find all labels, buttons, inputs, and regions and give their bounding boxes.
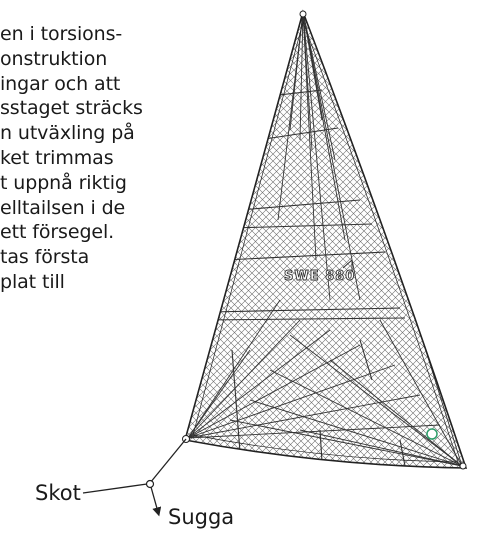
sail-number: SWE 880 [284, 269, 355, 284]
sail-outline [183, 9, 468, 469]
text-line: onstruktion [0, 47, 108, 70]
clew-ring [459, 462, 467, 470]
sail-body [185, 12, 466, 468]
label-sugga: Sugga [168, 505, 235, 529]
text-line: n utväxling på [0, 122, 135, 145]
text-line: tas första [0, 246, 90, 269]
text-line: en i torsions- [0, 23, 123, 45]
body-text: en i torsions- onstruktion ingar och att… [0, 22, 200, 295]
sail-fibers [187, 12, 463, 467]
text-line: ingar och att [0, 72, 121, 95]
text-line: elltailsen i de [0, 196, 126, 219]
text-line: sstaget sträcks [0, 97, 143, 120]
text-line: ket trimmas [0, 146, 114, 169]
text-line: plat till [0, 270, 65, 293]
head-ring [299, 10, 307, 18]
sail-outline-inner [192, 20, 459, 463]
clew-eye-ring [426, 428, 438, 440]
sheet-lines [82, 438, 187, 517]
sheet-block [145, 479, 155, 489]
text-line: t uppnå riktig [0, 171, 127, 194]
text-line: ett försegel. [0, 221, 115, 244]
label-skot: Skot [35, 481, 81, 505]
sail-number-tick [342, 259, 353, 272]
